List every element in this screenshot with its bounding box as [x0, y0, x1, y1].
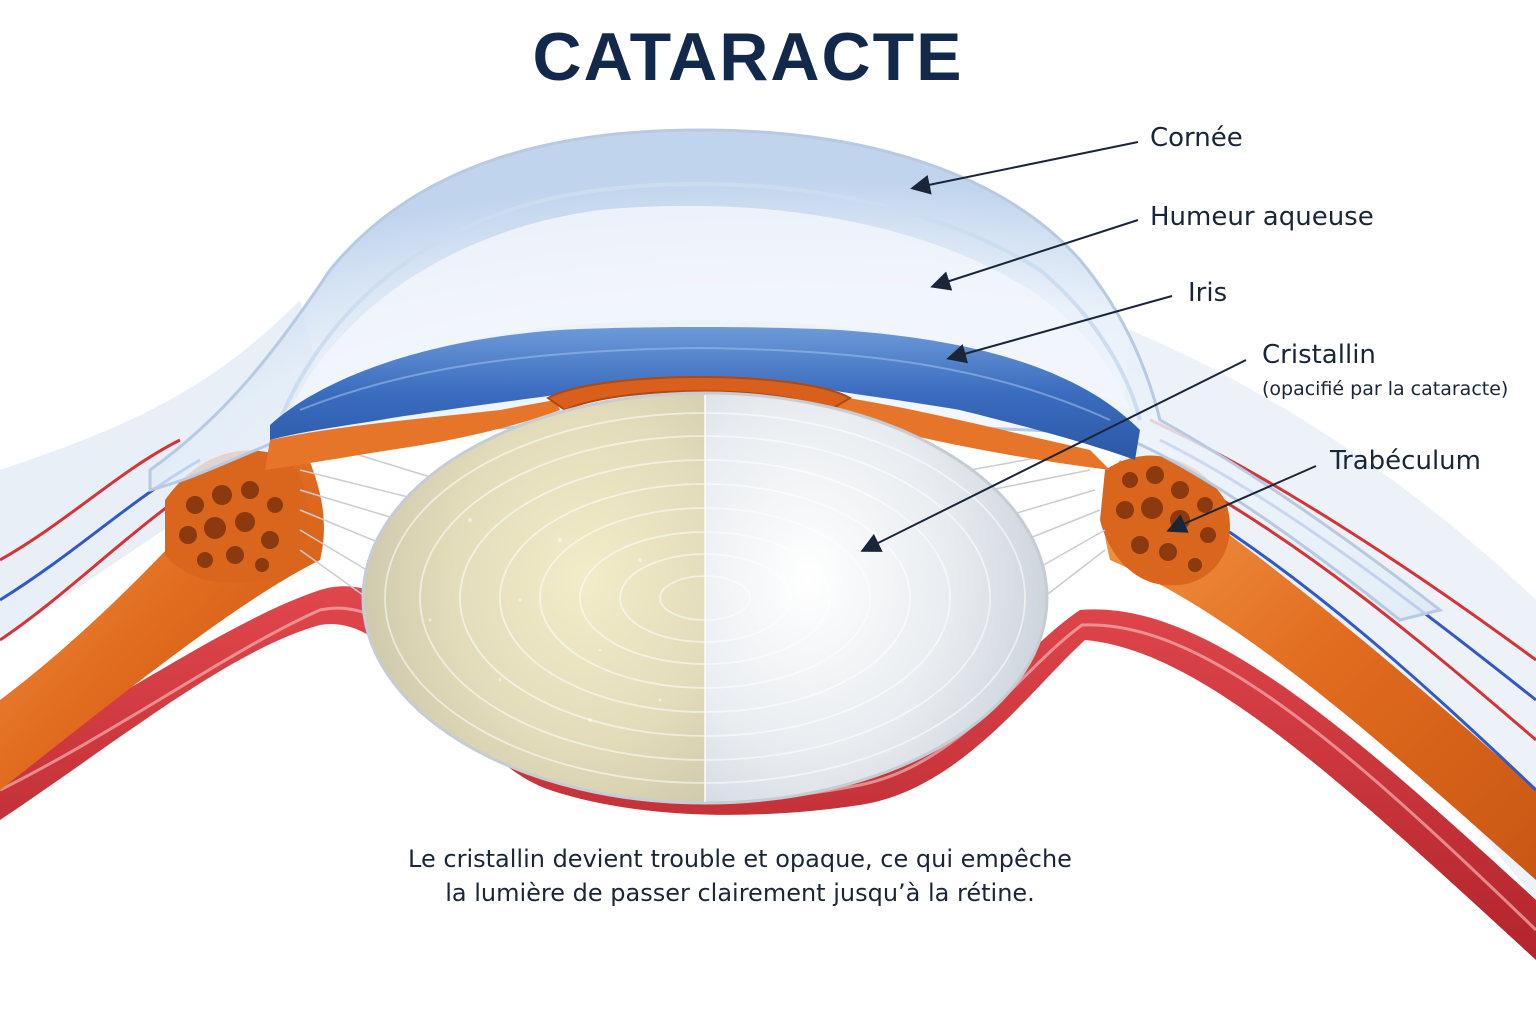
- pointer-humeur: [930, 219, 1139, 291]
- caption: Le cristallin devient trouble et opaque,…: [340, 842, 1140, 910]
- pupil-margin: [546, 376, 852, 412]
- label-cristallin: Cristallin: [1262, 340, 1376, 370]
- label-cristallin-note: (opacifié par la cataracte): [1262, 378, 1509, 400]
- page-title: CATARACTE: [532, 19, 964, 95]
- iris-rim-left: [265, 400, 560, 470]
- pointer-cornee: [910, 141, 1139, 195]
- cornea-inner-edge: [278, 181, 1142, 421]
- aqueous-humor: [290, 205, 1130, 410]
- label-humeur-aqueuse: Humeur aqueuse: [1150, 202, 1374, 232]
- caption-line-2: la lumière de passer clairement jusqu’à …: [445, 879, 1035, 907]
- pointer-cristallin: [860, 359, 1247, 552]
- label-trabeculum: Trabéculum: [1330, 446, 1481, 476]
- iris: [270, 327, 1140, 460]
- pointer-trabeculum: [1166, 465, 1317, 533]
- iris-rim-right: [828, 395, 1110, 470]
- label-iris: Iris: [1188, 278, 1228, 308]
- label-pointers: [860, 141, 1317, 552]
- lens-capsule: [361, 391, 1049, 805]
- label-cornee: Cornée: [1150, 123, 1243, 153]
- iris-shading: [299, 346, 1111, 421]
- caption-line-1: Le cristallin devient trouble et opaque,…: [408, 845, 1072, 873]
- trabeculum-left: [165, 450, 309, 584]
- pointer-iris: [946, 295, 1173, 364]
